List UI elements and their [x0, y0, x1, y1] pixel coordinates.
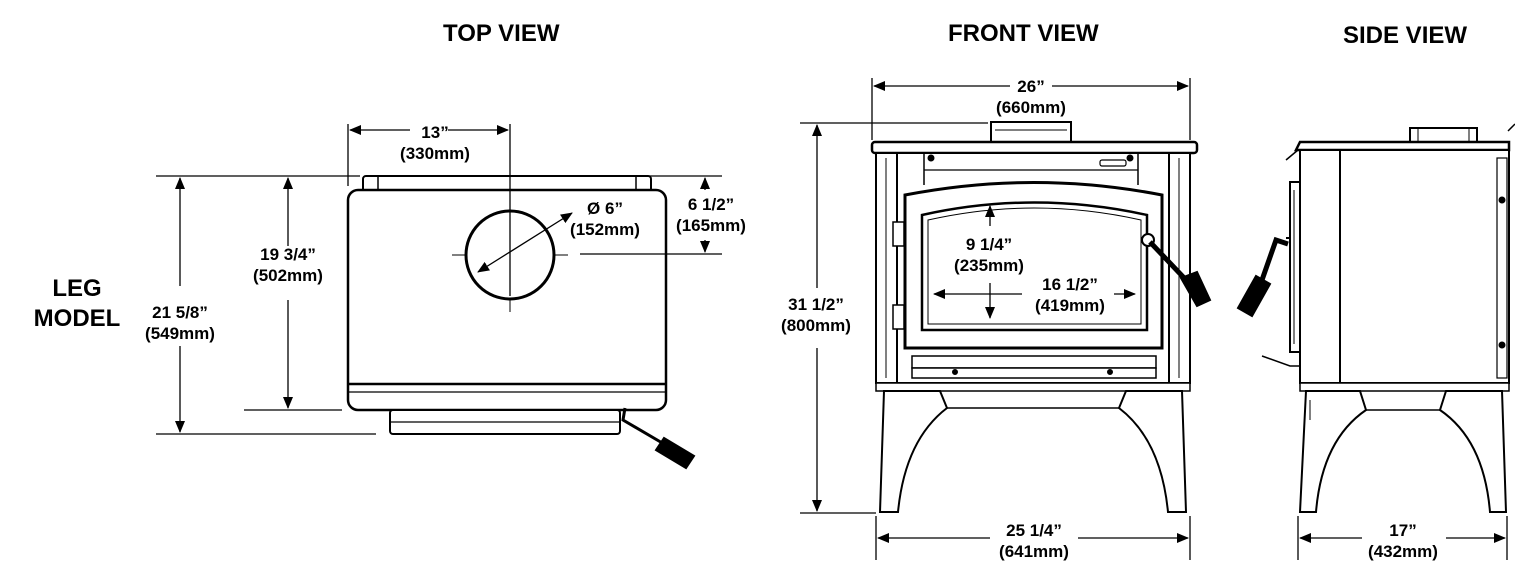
dim-top-depth-inner: 19 3/4” (502mm): [243, 246, 333, 284]
front-view-dimensions: [800, 78, 1191, 560]
side-view-drawing: [1236, 123, 1515, 513]
top-view-title: TOP VIEW: [443, 20, 560, 47]
dim-front-width-base-metric: (641mm): [999, 542, 1069, 561]
front-view-drawing: [870, 121, 1212, 513]
dim-front-height: 31 1/2” (800mm): [768, 296, 864, 334]
dim-top-flue-offset: 6 1/2” (165mm): [666, 196, 756, 234]
dim-top-flue-offset-metric: (165mm): [676, 216, 746, 235]
dim-front-glass-height-imperial: 9 1/4”: [965, 235, 1013, 254]
side-body: [1299, 149, 1510, 384]
dim-top-depth-overall-imperial: 21 5/8”: [152, 303, 208, 322]
dim-top-flue-diameter-metric: (152mm): [570, 220, 640, 239]
front-leg-right: [1117, 390, 1188, 513]
dim-front-width-top-imperial: 26”: [1017, 77, 1045, 96]
dim-front-glass-height-metric: (235mm): [954, 256, 1024, 275]
side-view-dimensions: [1297, 516, 1508, 560]
front-flue-collar: [990, 121, 1072, 143]
dim-front-glass-width: 16 1/2” (419mm): [1022, 276, 1118, 314]
dim-top-depth-inner-imperial: 19 3/4”: [260, 245, 316, 264]
front-view-title: FRONT VIEW: [948, 20, 1099, 47]
dim-front-width-top: 26” (660mm): [986, 78, 1076, 116]
front-top-plate: [870, 140, 1199, 155]
dim-front-width-base: 25 1/4” (641mm): [986, 522, 1082, 560]
model-label-line-2: MODEL: [33, 305, 121, 332]
top-view-dimensions: [156, 124, 722, 435]
dim-front-height-metric: (800mm): [781, 316, 851, 335]
side-flue-collar: [1409, 127, 1478, 143]
front-leg-left: [878, 390, 949, 513]
dim-side-depth-base-imperial: 17”: [1389, 521, 1417, 540]
dim-front-glass-height: 9 1/4” (235mm): [941, 236, 1037, 274]
front-door: [903, 181, 1164, 350]
dim-front-height-imperial: 31 1/2”: [788, 295, 844, 314]
side-leg-left: [1298, 390, 1368, 513]
dim-side-depth-base-metric: (432mm): [1368, 542, 1438, 561]
dim-top-depth-inner-metric: (502mm): [253, 266, 323, 285]
dim-top-width-imperial: 13”: [421, 123, 449, 142]
dim-top-width-metric: (330mm): [400, 144, 470, 163]
dim-top-depth-overall: 21 5/8” (549mm): [135, 304, 225, 342]
dim-top-depth-overall-metric: (549mm): [145, 324, 215, 343]
dim-top-flue-offset-imperial: 6 1/2”: [687, 195, 735, 214]
dim-front-width-top-metric: (660mm): [996, 98, 1066, 117]
dim-front-glass-width-imperial: 16 1/2”: [1042, 275, 1098, 294]
top-view-drawing: [346, 175, 696, 470]
dim-side-depth-base: 17” (432mm): [1358, 522, 1448, 560]
dim-front-width-base-imperial: 25 1/4”: [1006, 521, 1062, 540]
side-leg-right: [1438, 390, 1508, 513]
front-glass: [920, 201, 1149, 332]
model-label-line-1: LEG: [52, 275, 102, 302]
dim-top-flue-diameter-imperial: Ø 6”: [587, 199, 623, 218]
dim-front-glass-width-metric: (419mm): [1035, 296, 1105, 315]
model-label: LEG MODEL: [22, 274, 132, 334]
dim-top-width: 13” (330mm): [390, 124, 480, 162]
side-view-title: SIDE VIEW: [1343, 22, 1468, 49]
dim-top-flue-diameter: Ø 6” (152mm): [560, 200, 650, 238]
